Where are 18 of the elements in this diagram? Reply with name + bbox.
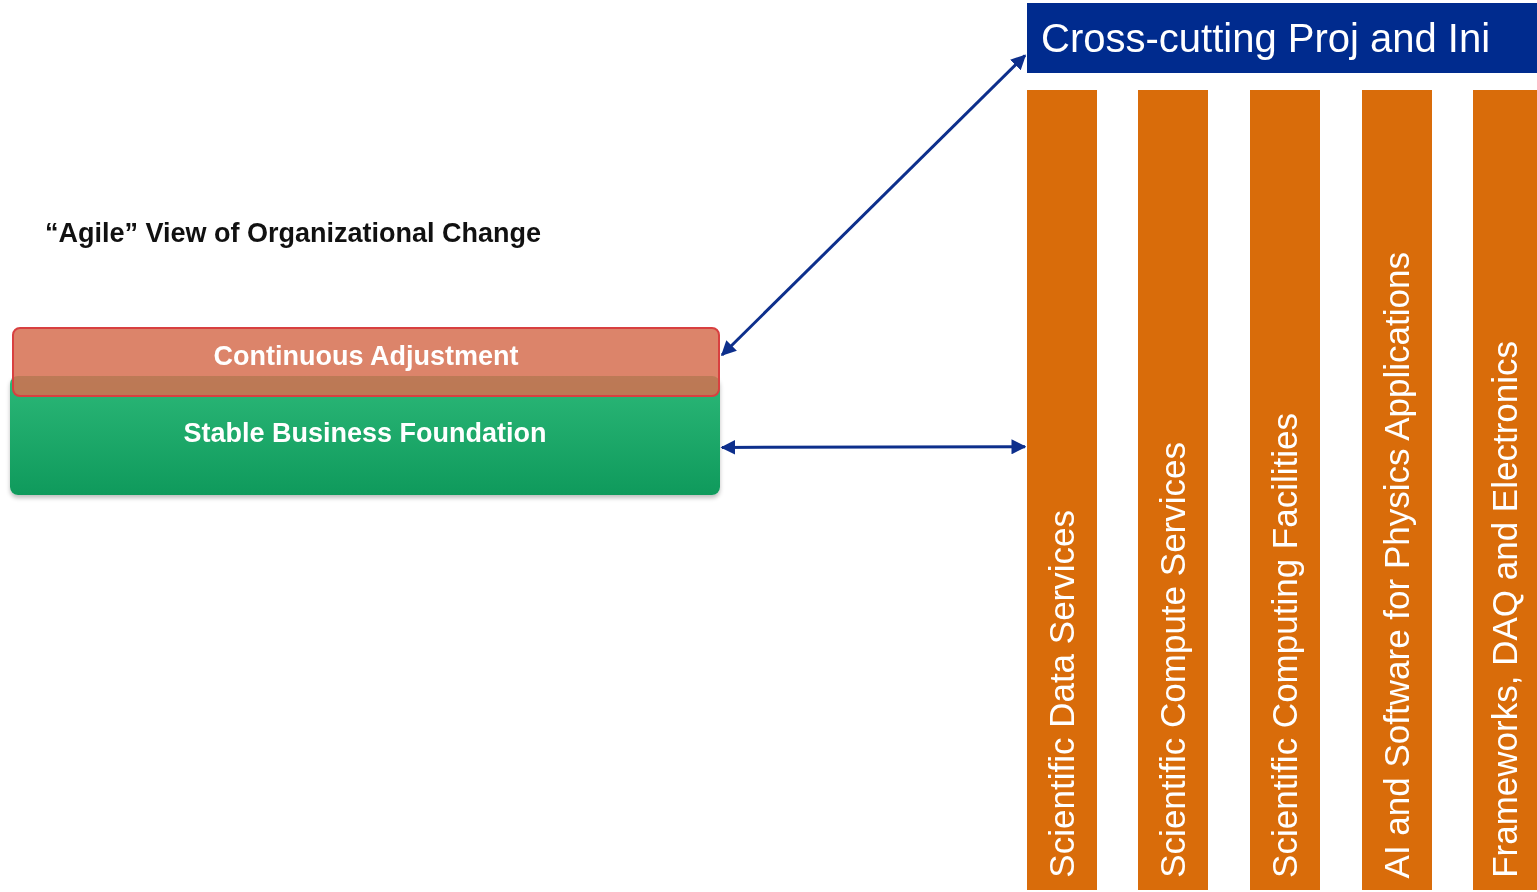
label: Scientific Compute Services: [1153, 442, 1193, 878]
label: AI and Software for Physics Applications: [1377, 251, 1417, 878]
label: Frameworks, DAQ and Electronics: [1485, 341, 1525, 878]
double-arrow: [720, 54, 1027, 357]
label: Continuous Adjustment: [213, 341, 519, 372]
label: Cross-cutting Proj and Ini: [1041, 15, 1491, 61]
column-bar: [1473, 90, 1537, 890]
label: Scientific Data Services: [1042, 510, 1082, 878]
header-bar: [1027, 3, 1537, 73]
band: [12, 327, 720, 397]
double-arrow: [720, 439, 1027, 455]
title: “Agile” View of Organizational Change: [45, 218, 542, 249]
column-bar: [1138, 90, 1208, 890]
label: Stable Business Foundation: [183, 418, 547, 449]
label: Scientific Computing Facilities: [1265, 413, 1305, 878]
column-bar: [1027, 90, 1097, 890]
column-bar: [1250, 90, 1320, 890]
column-bar: [1362, 90, 1432, 890]
